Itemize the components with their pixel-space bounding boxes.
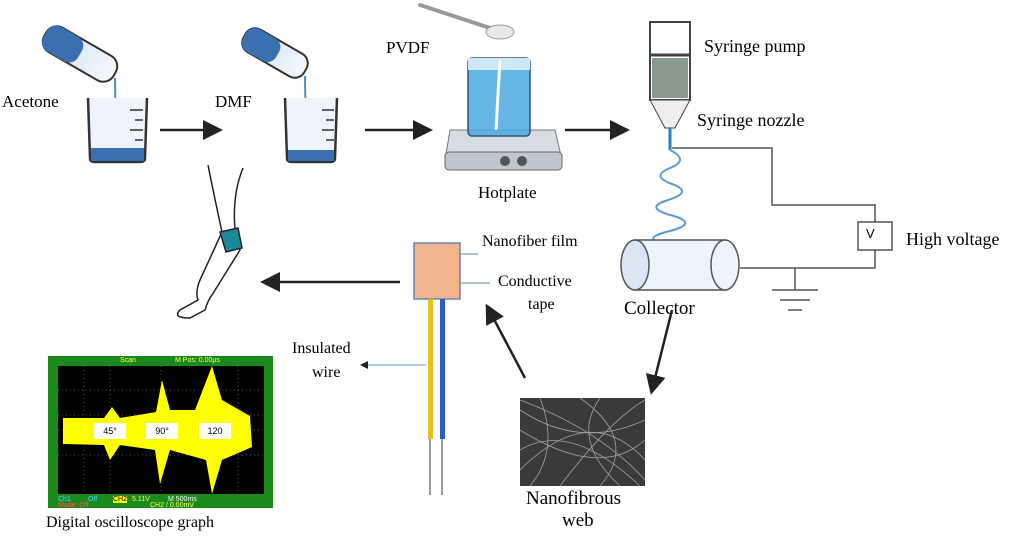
label-syringe-pump: Syringe pump: [704, 36, 806, 56]
label-nanofiber-film: Nanofiber film: [482, 233, 578, 250]
label-insulated-wire-line1: Insulated: [292, 340, 351, 357]
spoon-icon: [418, 3, 515, 40]
syringe-pump-icon: [649, 21, 691, 150]
voltmeter-box: [857, 221, 893, 251]
arrow-web-to-sensor: [485, 303, 527, 379]
osc-mode: Mode: Off: [58, 502, 89, 509]
osc-ch2-value: 5.11V: [132, 496, 150, 503]
label-syringe-nozzle: Syringe nozzle: [697, 110, 805, 130]
label-insulated-wire-line2: wire: [312, 364, 341, 381]
label-high-voltage: High voltage: [906, 229, 1000, 249]
label-conductive-tape-line2: tape: [528, 296, 555, 313]
nanofibrous-web-sem-image: [519, 397, 646, 487]
collector-drum-icon: [620, 239, 740, 291]
high-voltage-circuit: [672, 147, 876, 311]
fiber-jet-spiral: [652, 149, 687, 249]
label-pvdf: PVDF: [386, 38, 430, 57]
osc-ch1: Ch1: [58, 496, 71, 503]
osc-ch2: CH2: [113, 496, 128, 503]
osc-mode-scan: Scan: [120, 357, 136, 364]
acetone-beaker-icon: [86, 97, 149, 164]
label-nanofibrous-web-line2: web: [562, 510, 594, 531]
nanofiber-sensor-icon: [360, 242, 490, 495]
dmf-beaker-icon: [283, 97, 339, 164]
label-nanofibrous-web-line1: Nanofibrous: [526, 488, 621, 509]
voltmeter-label: V: [866, 226, 875, 241]
label-dmf: DMF: [215, 92, 252, 111]
leg-with-knee-sensor-icon: [176, 164, 244, 319]
hotplate-stirrer-icon: [444, 57, 563, 171]
arrow-collector-to-web: [645, 309, 674, 395]
label-oscilloscope-caption: Digital oscilloscope graph: [46, 514, 214, 531]
osc-ch1-state: Off: [88, 496, 98, 503]
osc-trigger: CH2 / 0.00mV: [150, 502, 194, 509]
label-collector: Collector: [624, 298, 695, 319]
osc-m-pos: M Pos: 0.00µs: [175, 357, 220, 364]
osc-angle-120: 120: [199, 423, 231, 439]
label-acetone: Acetone: [2, 92, 59, 111]
label-conductive-tape-line1: Conductive: [498, 273, 572, 290]
osc-timebase: M 500ms: [168, 496, 197, 503]
osc-angle-45: 45°: [94, 423, 126, 439]
label-hotplate: Hotplate: [478, 183, 537, 202]
osc-angle-90: 90°: [146, 423, 178, 439]
